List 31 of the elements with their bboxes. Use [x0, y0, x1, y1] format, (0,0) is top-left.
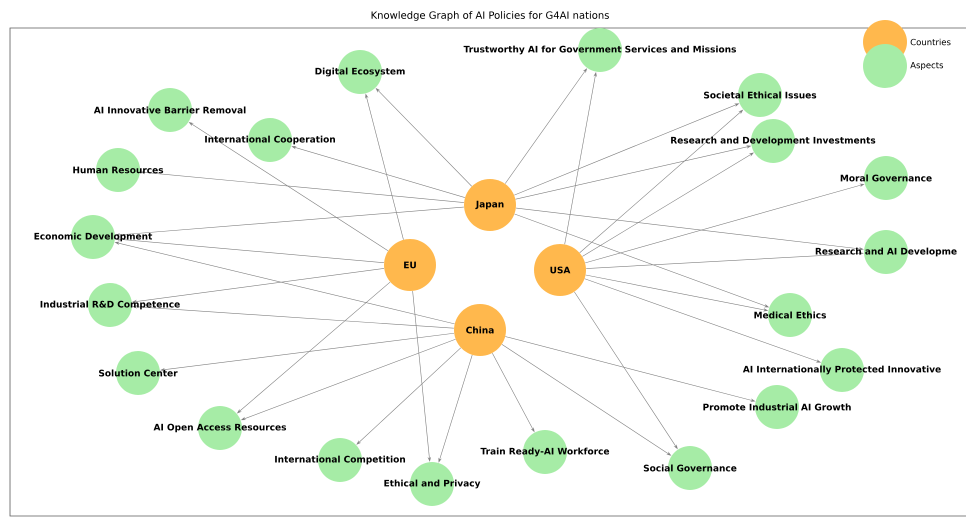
- node-label: Promote Industrial AI Growth: [703, 404, 851, 410]
- node-label: Research and AI Developme: [816, 248, 957, 256]
- node-label: Human Resources: [73, 166, 164, 174]
- node-label: Moral Governance: [840, 174, 932, 182]
- node-label: USA: [550, 266, 570, 274]
- chart-title: Knowledge Graph of AI Policies for G4AI nations: [372, 11, 609, 21]
- country-circle: [464, 178, 516, 231]
- country-circle: [454, 304, 506, 356]
- node-label: Economic Development: [34, 232, 152, 242]
- node-label: Digital Ecosystem: [315, 68, 405, 76]
- node-label: AI Internationally Protected Innovative: [742, 366, 941, 374]
- node-label: EU: [404, 262, 416, 268]
- node-label: Medical Ethics: [754, 312, 826, 318]
- node-label: Social Governance: [644, 464, 736, 472]
- legend-label: Aspects: [910, 62, 944, 70]
- node-label: International Cooperation: [205, 136, 335, 144]
- node-label: Japan: [475, 200, 504, 210]
- node-label: AI Innovative Barrier Removal: [94, 106, 246, 114]
- node-label: AI Open Access Resources: [154, 424, 286, 432]
- node-label: China: [466, 326, 494, 334]
- node-label: Societal Ethical Issues: [704, 92, 816, 98]
- legend-label: Countries: [910, 38, 951, 46]
- country-circle: [534, 244, 586, 296]
- node-label: Research and Development Investments: [671, 136, 876, 146]
- node-label: Trustworthy AI for Government Services and Missions: [464, 46, 736, 54]
- node-label: Train Ready-AI Workforce: [480, 448, 610, 456]
- node-label: Industrial R&D Competence: [40, 300, 180, 310]
- country-circle: [384, 238, 436, 291]
- node-label: Ethical and Privacy: [384, 480, 480, 488]
- node-label: International Competition: [275, 456, 406, 464]
- node-label: Solution Center: [99, 370, 178, 376]
